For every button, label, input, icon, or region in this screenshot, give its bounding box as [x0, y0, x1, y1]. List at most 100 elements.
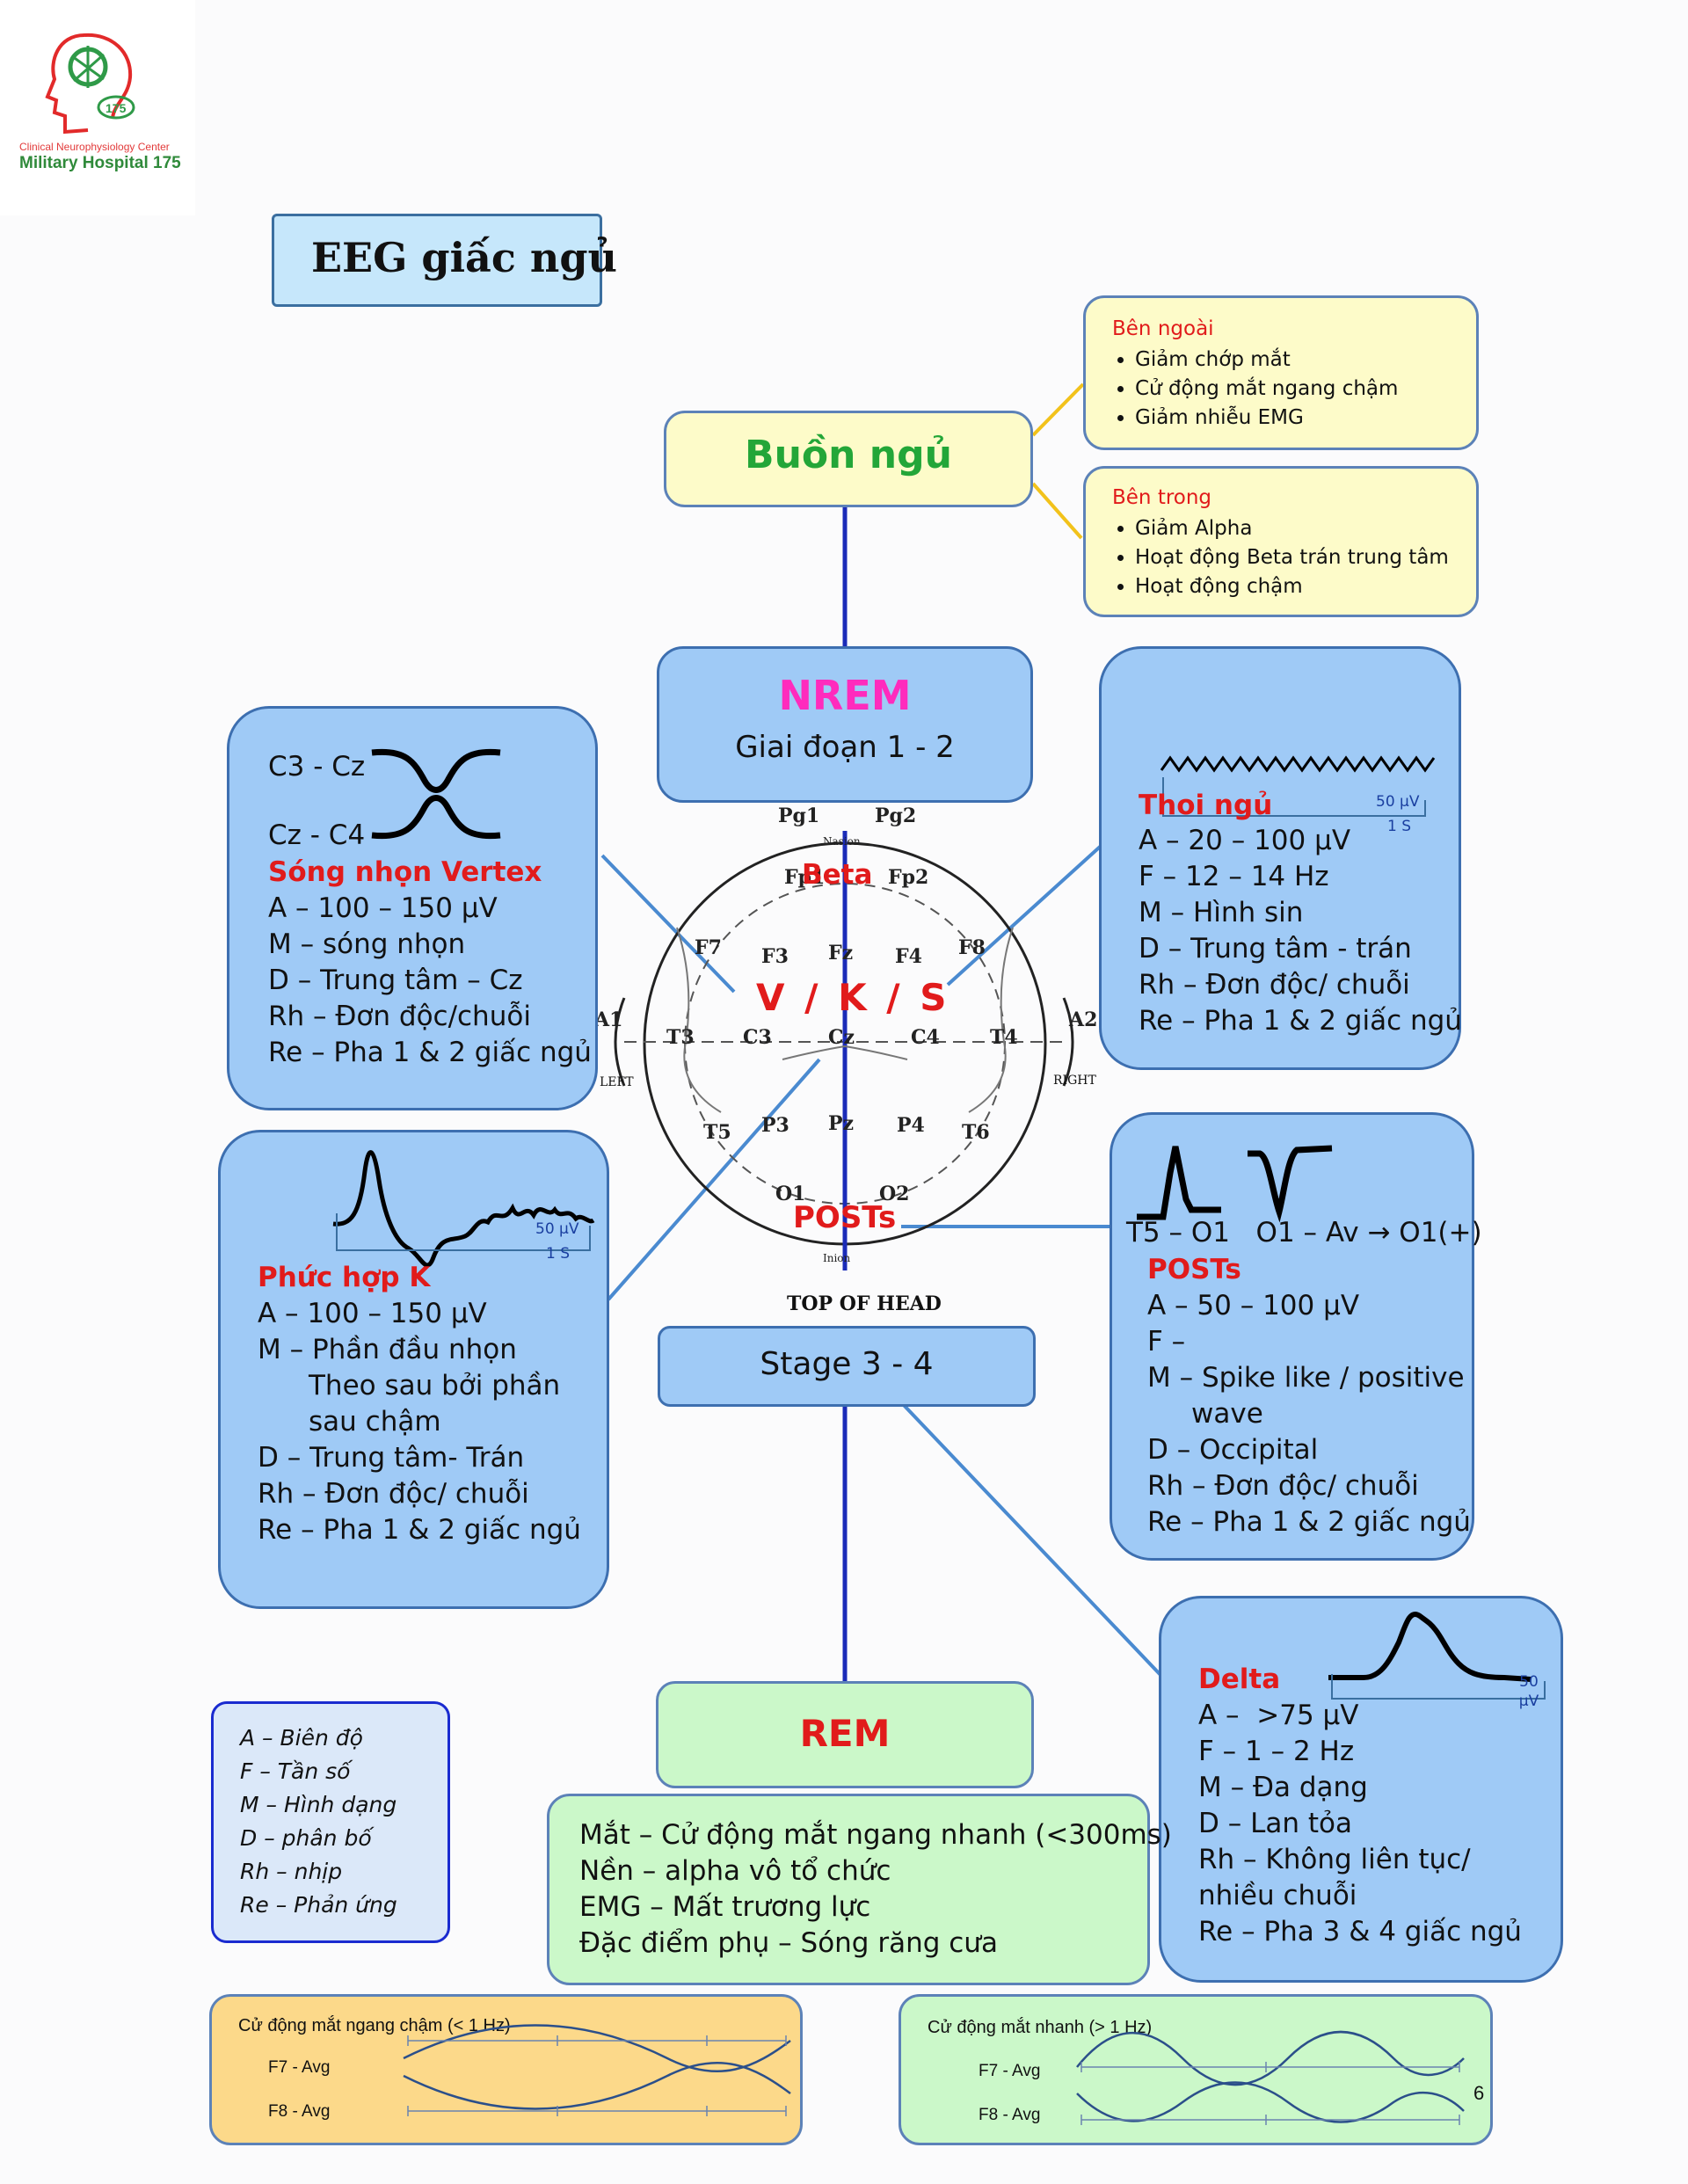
svg-text:T5: T5: [703, 1121, 731, 1144]
spindle-line: Rh – Đơn độc/ chuỗi: [1139, 969, 1410, 1001]
external-list: Giảm chớp mắt Cử động mắt ngang chậm Giả…: [1086, 346, 1398, 433]
spindle-scale-time: 1 S: [1387, 818, 1412, 835]
logo-line2: Military Hospital 175: [19, 154, 181, 172]
legend-line: A – Biên độ: [240, 1725, 363, 1751]
spindle-heading: Thoi ngủ: [1139, 790, 1273, 821]
kcomplex-line: Re – Pha 1 & 2 giấc ngủ: [258, 1514, 581, 1546]
svg-text:Pz: Pz: [828, 1112, 854, 1135]
vertex-line: D – Trung tâm – Cz: [268, 965, 523, 996]
kcomplex-heading: Phức hợp K: [258, 1262, 431, 1293]
delta-line: A – >75 µV: [1198, 1700, 1359, 1731]
svg-text:F8: F8: [958, 936, 986, 959]
delta-box: 50 µV Delta A – >75 µV F – 1 – 2 Hz M – …: [1159, 1596, 1563, 1983]
nrem-subtitle: Giai đoạn 1 - 2: [735, 730, 955, 765]
vertex-channel-2: Cz - C4: [268, 819, 366, 851]
kcomplex-line: M – Phần đầu nhọn: [258, 1334, 517, 1365]
svg-text:F4: F4: [895, 945, 922, 968]
kcomplex-scale-amp: 50 µV: [535, 1220, 579, 1238]
delta-line: Rh – Không liên tục/: [1198, 1844, 1471, 1875]
posts-head-label: POSTs: [793, 1200, 897, 1235]
posts-channel: T5 – O1 O1 – Av → O1(+): [1126, 1217, 1482, 1249]
vertex-wave-icon: [371, 748, 501, 840]
drowsy-title: Buồn ngủ: [745, 433, 952, 477]
delta-heading: Delta: [1198, 1663, 1281, 1695]
svg-text:A2: A2: [1068, 1008, 1097, 1031]
vertex-line: M – sóng nhọn: [268, 928, 466, 960]
head-left-label: LEFT: [600, 1075, 634, 1089]
rem-title-box: REM: [656, 1681, 1034, 1788]
stage34-title: Stage 3 - 4: [760, 1346, 934, 1382]
head-right-label: RIGHT: [1053, 1074, 1096, 1088]
external-heading: Bên ngoài: [1112, 317, 1214, 340]
svg-text:T3: T3: [666, 1026, 695, 1049]
slow-eye-title: Cử động mắt ngang chậm (< 1 Hz): [238, 2016, 511, 2035]
svg-text:P3: P3: [761, 1114, 789, 1137]
svg-text:A1: A1: [593, 1008, 622, 1031]
head-top-label: TOP OF HEAD: [787, 1292, 942, 1315]
svg-text:T6: T6: [962, 1121, 990, 1144]
drowsy-box: Buồn ngủ: [664, 411, 1033, 507]
delta-wave-icon: [1328, 1612, 1546, 1700]
external-item: Cử động mắt ngang chậm: [1135, 375, 1398, 404]
logo-badge: 175: [106, 101, 127, 115]
kcomplex-box: 50 µV 1 S Phức hợp K A – 100 – 150 µV M …: [218, 1130, 609, 1609]
logo-head-icon: 175: [45, 33, 135, 135]
posts-line: Re – Pha 1 & 2 giấc ngủ: [1147, 1506, 1471, 1538]
kcomplex-scale-time: 1 S: [546, 1245, 571, 1263]
vertex-channel-1: C3 - Cz: [268, 751, 366, 783]
posts-heading: POSTs: [1147, 1254, 1241, 1285]
posts-wave-icon: [1137, 1145, 1333, 1223]
svg-text:Fp1: Fp1: [784, 866, 825, 889]
internal-item: Giảm Alpha: [1135, 514, 1449, 543]
kcomplex-line: sau chậm: [309, 1406, 441, 1438]
nrem-box: NREM Giai đoạn 1 - 2: [657, 646, 1033, 803]
svg-text:Fp2: Fp2: [888, 866, 928, 889]
svg-text:C4: C4: [911, 1026, 940, 1049]
logo: 175 Clinical Neurophysiology Center Mili…: [0, 0, 195, 215]
spindle-box: 50 µV 1 S Thoi ngủ A – 20 – 100 µV F – 1…: [1099, 646, 1462, 1070]
rem-details-box: Mắt – Cử động mắt ngang nhanh (<300ms) N…: [547, 1794, 1172, 1985]
svg-text:Fz: Fz: [828, 942, 853, 965]
legend-line: F – Tần số: [240, 1758, 351, 1784]
svg-text:T4: T4: [990, 1026, 1018, 1049]
svg-text:O2: O2: [879, 1183, 909, 1205]
vertex-line: Rh – Đơn độc/chuỗi: [268, 1001, 531, 1032]
kcomplex-line: A – 100 – 150 µV: [258, 1298, 487, 1329]
spindle-line: A – 20 – 100 µV: [1139, 825, 1351, 856]
delta-line: M – Đa dạng: [1198, 1772, 1368, 1803]
rem-line: Mắt – Cử động mắt ngang nhanh (<300ms): [579, 1819, 1172, 1851]
delta-scale-amp: 50 µV: [1518, 1673, 1539, 1710]
stage34-box: Stage 3 - 4: [658, 1326, 1036, 1407]
posts-line: A – 50 – 100 µV: [1147, 1290, 1360, 1321]
drowsy-internal-box: Bên trong Giảm Alpha Hoạt động Beta trán…: [1083, 466, 1479, 617]
rapid-eye-trace: [1076, 2030, 1465, 2125]
posts-line: M – Spike like / positive: [1147, 1362, 1465, 1394]
legend-box: A – Biên độ F – Tần số M – Hình dạng D –…: [211, 1701, 450, 1943]
vertex-box: C3 - Cz Cz - C4 Sóng nhọn Vertex A – 100…: [227, 706, 598, 1110]
drowsy-external-box: Bên ngoài Giảm chớp mắt Cử động mắt ngan…: [1083, 295, 1479, 450]
internal-item: Hoạt động Beta trán trung tâm: [1135, 543, 1449, 572]
svg-text:F7: F7: [695, 936, 722, 959]
posts-box: T5 – O1 O1 – Av → O1(+) POSTs A – 50 – 1…: [1110, 1112, 1482, 1561]
spindle-line: M – Hình sin: [1139, 897, 1304, 928]
slow-eye-trace: [403, 2024, 791, 2116]
title-scroll: EEG giấc ngủ: [272, 214, 617, 307]
delta-line: D – Lan tỏa: [1198, 1808, 1352, 1839]
rem-title: REM: [799, 1712, 891, 1755]
svg-text:F3: F3: [761, 945, 789, 968]
svg-text:C3: C3: [743, 1026, 772, 1049]
vertex-heading: Sóng nhọn Vertex: [268, 856, 542, 888]
kcomplex-line: D – Trung tâm- Trán: [258, 1442, 525, 1474]
beta-label: Beta: [802, 859, 873, 891]
posts-line: Rh – Đơn độc/ chuỗi: [1147, 1470, 1419, 1502]
rapid-eye-title: Cử động mắt nhanh (> 1 Hz): [928, 2018, 1153, 2037]
rem-line: Nền – alpha vô tổ chức: [579, 1855, 891, 1887]
spindle-scale-amp: 50 µV: [1376, 793, 1420, 811]
rem-line: EMG – Mất trương lực: [579, 1891, 871, 1923]
vertex-line: A – 100 – 150 µV: [268, 892, 498, 924]
legend-line: Rh – nhịp: [240, 1859, 343, 1884]
kcomplex-line: Theo sau bởi phần: [309, 1370, 561, 1401]
